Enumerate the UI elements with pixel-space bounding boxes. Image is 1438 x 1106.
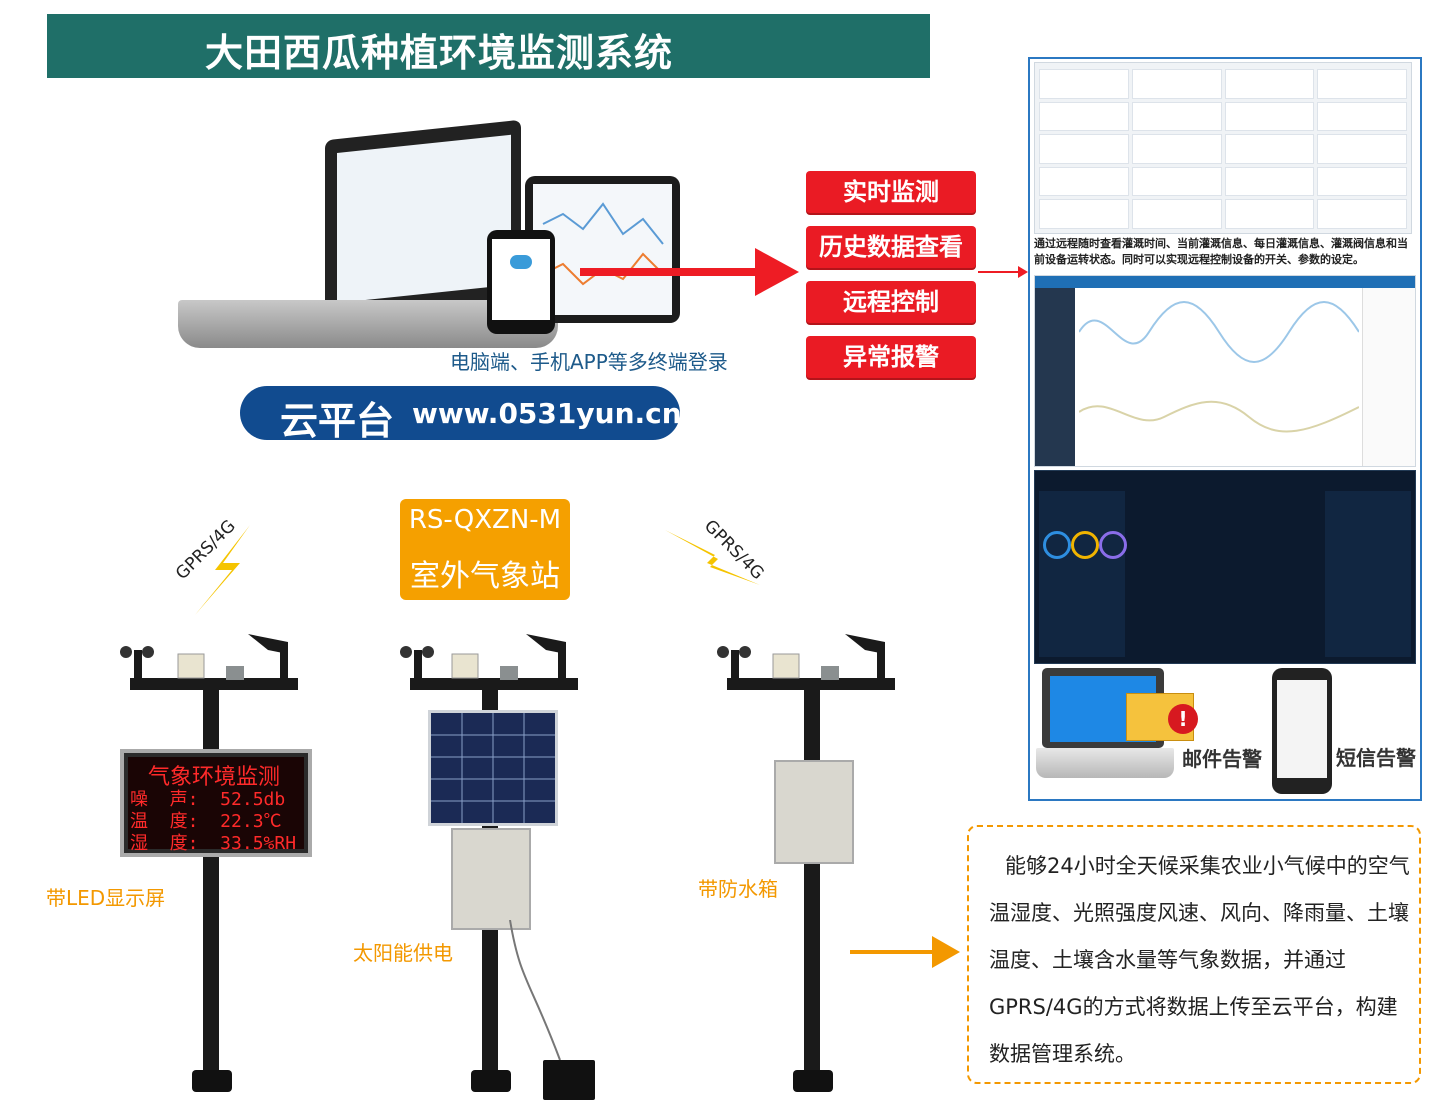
pole-base-3	[793, 1070, 833, 1092]
page-title: 大田西瓜种植环境监测系统	[205, 31, 674, 75]
sms-alert-label: 短信告警	[1336, 746, 1416, 770]
orange-arrow-head-icon	[932, 936, 960, 968]
map-dashboard-screenshot	[1034, 470, 1416, 664]
led-row-noise: 噪 声: 52.5db	[130, 789, 286, 810]
pole-base-2	[471, 1070, 511, 1092]
small-arrow-head-icon	[1018, 266, 1028, 278]
small-arrow-icon	[978, 271, 1022, 273]
sensor-crossbar-3	[717, 634, 895, 690]
cloud-platform-banner[interactable]: 云平台 www.0531yun.cn	[240, 386, 682, 443]
description-box: 能够24小时全天候采集农业小气候中的空气温湿度、光照强度风速、风向、降雨量、土壤…	[967, 825, 1421, 1084]
led-row-humidity: 湿 度: 33.5%RH	[130, 833, 297, 854]
mail-laptop-base	[1036, 748, 1174, 778]
sensor-crossbar-2	[400, 634, 578, 690]
cloud-icon	[510, 255, 532, 269]
led-row-temp: 温 度: 22.3℃	[130, 811, 282, 832]
solar-pole-label: 太阳能供电	[353, 941, 453, 965]
feature-alarm-button[interactable]: 异常报警	[806, 336, 976, 378]
tablet-image	[525, 176, 680, 323]
lightning-icon-left	[195, 525, 250, 615]
sensor-crossbar-1	[120, 634, 298, 690]
pole-3	[804, 690, 820, 1080]
mail-alert-label: 邮件告警	[1182, 747, 1262, 771]
battery-box	[543, 1060, 595, 1100]
description-text: 能够24小时全天候采集农业小气候中的空气温湿度、光照强度风速、风向、降雨量、土壤…	[989, 854, 1410, 1066]
orange-arrow-icon	[850, 950, 940, 954]
phone-image	[487, 230, 555, 334]
cable	[509, 920, 561, 1061]
led-display-screen: 气象环境监测 噪 声: 52.5db 温 度: 22.3℃ 湿 度: 33.5%…	[120, 749, 312, 857]
sms-phone-image	[1272, 668, 1332, 794]
feature-realtime-button[interactable]: 实时监测	[806, 171, 976, 213]
terminal-caption: 电脑端、手机APP等多终端登录	[450, 350, 728, 374]
station-name: 室外气象站	[410, 559, 560, 594]
platform-description: 通过远程随时查看灌溉时间、当前灌溉信息、每日灌溉信息、灌溉阀信息和当前设备运转状…	[1034, 237, 1408, 266]
pole-base-1	[192, 1070, 232, 1092]
history-chart-screenshot	[1034, 275, 1416, 467]
solar-panel	[428, 710, 558, 826]
title-bar: 大田西瓜种植环境监测系统	[47, 14, 930, 78]
led-pole-label: 带LED显示屏	[46, 886, 166, 910]
arrow-icon	[580, 268, 760, 276]
station-model: RS-QXZN-M	[408, 505, 562, 535]
lightning-icon-right	[665, 530, 760, 585]
station-badge: RS-QXZN-M 室外气象站	[400, 499, 570, 600]
arrow-head-icon	[755, 248, 799, 296]
cloud-url-link[interactable]: www.0531yun.cn	[412, 397, 682, 430]
waterproof-box	[774, 760, 854, 864]
box-pole-label: 带防水箱	[698, 877, 778, 901]
control-box-2	[451, 828, 531, 930]
feature-remote-button[interactable]: 远程控制	[806, 281, 976, 323]
feature-history-button[interactable]: 历史数据查看	[806, 226, 976, 268]
led-title: 气象环境监测	[148, 765, 281, 790]
alert-icon: !	[1168, 704, 1198, 734]
dashboard-screenshot	[1034, 62, 1412, 234]
cloud-label: 云平台	[280, 399, 395, 443]
